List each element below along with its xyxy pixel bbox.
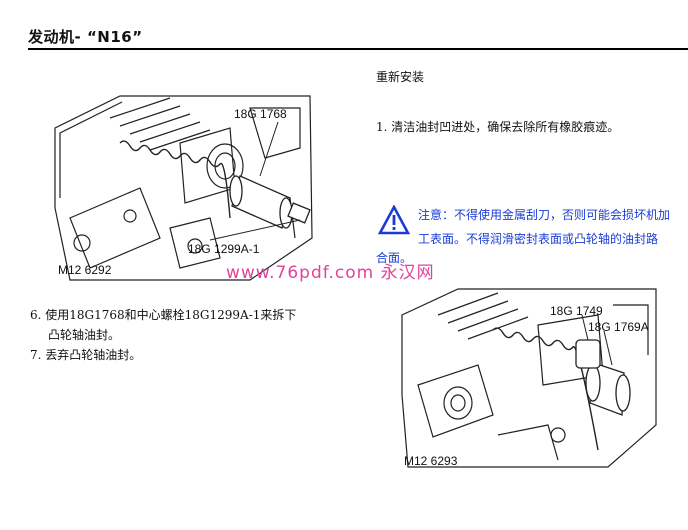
figure-id-m126292: M12 6292 — [58, 263, 112, 277]
section-title: 重新安装 — [376, 70, 425, 84]
caution-note-line3: 合面。 — [376, 251, 413, 265]
step-7: 7. 丢弃凸轮轴油封。 — [30, 348, 142, 362]
figure-id-m126293: M12 6293 — [404, 454, 458, 468]
step-6-line1: 6. 使用18G1768和中心螺栓18G1299A-1来拆下 — [30, 308, 297, 322]
step-1: 1. 清洁油封凹进处，确保去除所有橡胶痕迹。 — [376, 120, 620, 134]
caution-note-line1: 注意：不得使用金属刮刀，否则可能会损坏机加 — [418, 208, 671, 222]
page-header-title: 发动机- “N16” — [28, 28, 143, 46]
caution-note: 注意：不得使用金属刮刀，否则可能会损坏机加 工表面。不得润滑密封表面或凸轮轴的油… — [376, 203, 688, 255]
figure-camshaft-seal-install: 18G 1749 18G 1769A M12 6293 — [398, 285, 660, 470]
tool-label-18g1768: 18G 1768 — [234, 107, 287, 121]
header-rule — [28, 48, 688, 50]
caution-note-line2: 工表面。不得润滑密封表面或凸轮轴的油封路 — [418, 232, 659, 246]
tool-label-18g1769a: 18G 1769A — [588, 320, 649, 334]
step-6-line2: 凸轮轴油封。 — [48, 328, 121, 342]
left-steps: 6. 使用18G1768和中心螺栓18G1299A-1来拆下 凸轮轴油封。 7.… — [30, 305, 296, 365]
tool-label-18g1749: 18G 1749 — [550, 304, 603, 318]
tool-label-18g1299a1: 18G 1299A-1 — [188, 242, 260, 256]
warning-triangle-icon — [378, 205, 410, 235]
figure-camshaft-seal-removal: 18G 1768 18G 1299A-1 M12 6292 — [50, 88, 320, 283]
watermark-text: www.76pdf.com 永汉网 — [226, 263, 435, 283]
